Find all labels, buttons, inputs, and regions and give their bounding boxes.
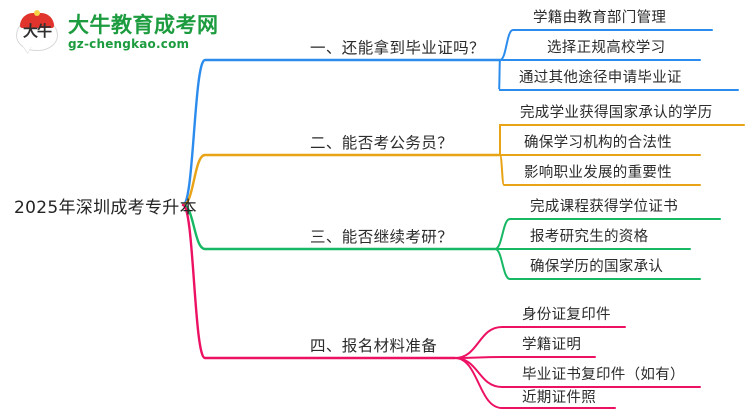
leaf-connector-3-3 [494, 248, 701, 280]
leaf-connector-3-1 [494, 218, 721, 250]
mindmap-leaf-label-3-1[interactable]: 完成课程获得学位证书 [530, 199, 678, 215]
leaf-connector-4-2 [454, 356, 596, 359]
logo-wordmark: 大牛教育成考网 gz-chengkao.com [68, 14, 219, 51]
branch-connector-3 [181, 203, 497, 251]
mindmap-leaf-label-2-2[interactable]: 确保学习机构的合法性 [524, 135, 672, 151]
leaf-connector-2-3 [499, 154, 701, 186]
red-cap-shape [20, 13, 54, 28]
mindmap-leaf-label-1-3[interactable]: 通过其他途径申请毕业证 [519, 70, 682, 86]
mindmap-branch-label-3[interactable]: 三、能否继续考研？ [310, 228, 454, 246]
speech-bubble-tail-shape [23, 46, 31, 53]
mindmap-branch-label-4[interactable]: 四、报名材料准备 [310, 337, 438, 355]
mindmap-leaf-label-2-1[interactable]: 完成学业获得国家承认的学历 [520, 105, 713, 121]
leaf-connector-4-4 [454, 357, 616, 409]
mindmap-leaf-label-4-4[interactable]: 近期证件照 [522, 390, 596, 406]
mindmap-leaf-label-4-3[interactable]: 毕业证书复印件（如有） [522, 367, 685, 383]
logo-mark-text: 大牛 [22, 22, 52, 40]
mindmap-leaf-label-3-3[interactable]: 确保学历的国家承认 [530, 259, 664, 275]
leaf-connector-2-1 [499, 124, 745, 156]
leaf-connector-1-1 [499, 29, 713, 61]
leaf-connector-1-3 [498, 59, 739, 91]
mindmap-leaf-label-4-2[interactable]: 学籍证明 [522, 337, 582, 353]
mindmap-root-label[interactable]: 2025年深圳成考专升本 [14, 198, 197, 218]
logo-mark-icon: 大牛 [14, 9, 60, 55]
cap-knob-shape [34, 10, 40, 16]
logo-chinese-name: 大牛教育成考网 [68, 12, 219, 37]
mindmap-leaf-label-1-2[interactable]: 选择正规高校学习 [547, 40, 666, 56]
branch-connector-4 [181, 203, 457, 360]
leaf-connector-4-1 [454, 326, 626, 359]
branch-connector-2 [181, 153, 502, 207]
mindmap-leaf-label-1-1[interactable]: 学籍由教育部门管理 [533, 10, 667, 26]
mindmap-branch-label-2[interactable]: 二、能否考公务员？ [310, 134, 454, 152]
mindmap-leaf-label-2-3[interactable]: 影响职业发展的重要性 [524, 165, 672, 181]
mindmap-branch-label-1[interactable]: 一、还能拿到毕业证吗？ [310, 39, 485, 57]
site-logo: 大牛 大牛教育成考网 gz-chengkao.com [14, 6, 234, 58]
logo-domain: gz-chengkao.com [68, 36, 190, 51]
mindmap-leaf-label-3-2[interactable]: 报考研究生的资格 [530, 229, 649, 245]
mindmap-leaf-label-4-1[interactable]: 身份证复印件 [522, 307, 611, 323]
branch-connector-1 [181, 58, 502, 207]
